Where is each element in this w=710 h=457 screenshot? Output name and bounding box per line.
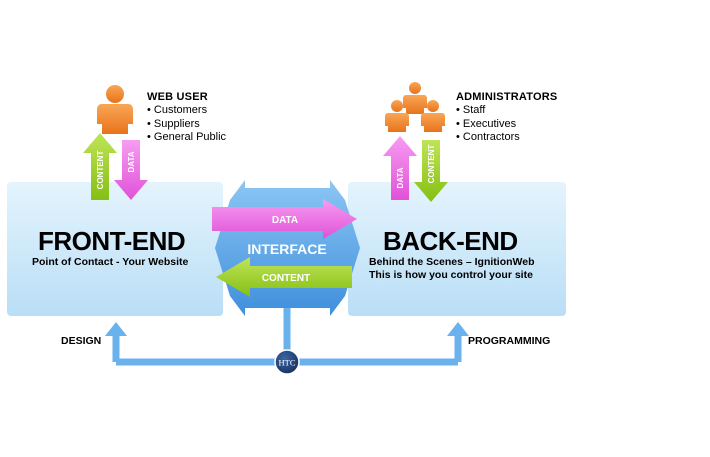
front-content-arrow (83, 133, 117, 200)
administrators-heading: ADMINISTRATORS (456, 91, 558, 103)
interface-title: INTERFACE (247, 241, 326, 257)
back-data-arrow (383, 136, 417, 200)
administrators-item: • Contractors (456, 131, 520, 143)
interface-content-arrow (216, 257, 352, 297)
programming-label: PROGRAMMING (468, 335, 551, 347)
back-data-label: DATA (396, 167, 405, 188)
back-content-label: CONTENT (427, 145, 436, 184)
front-end-panel (7, 182, 223, 316)
design-arrowhead (105, 322, 127, 336)
interface-data-arrow (212, 199, 357, 239)
web-user-item: • Suppliers (147, 117, 200, 130)
web-user-item: • General Public (147, 131, 227, 143)
back-end-subtitle-line: This is how you control your site (369, 269, 533, 281)
administrators-item: • Executives (456, 117, 517, 130)
interface-content-label: CONTENT (262, 273, 310, 284)
htc-logo-icon (274, 349, 300, 375)
administrators-person-icon-top (403, 82, 427, 114)
back-end-panel (348, 182, 566, 316)
administrators-item: • Staff (456, 104, 486, 116)
web-user-heading: WEB USER (147, 91, 208, 103)
back-content-arrow (414, 140, 448, 202)
web-user-item: • Customers (147, 104, 208, 116)
back-end-title: BACK-END (383, 226, 518, 256)
front-data-label: DATA (127, 151, 136, 172)
web-user-person-icon (97, 85, 133, 134)
design-label: DESIGN (61, 335, 102, 347)
front-content-label: CONTENT (96, 151, 105, 190)
front-data-arrow (114, 140, 148, 200)
front-end-subtitle: Point of Contact - Your Website (32, 256, 189, 268)
interface-data-label: DATA (272, 215, 298, 226)
programming-arrowhead (447, 322, 469, 336)
htc-logo-text: HTC (279, 358, 296, 368)
back-end-subtitle-line: Behind the Scenes – IgnitionWeb (369, 256, 535, 268)
front-end-title: FRONT-END (38, 226, 186, 256)
administrators-person-icon-right (421, 100, 445, 132)
administrators-person-icon-left (385, 100, 409, 132)
